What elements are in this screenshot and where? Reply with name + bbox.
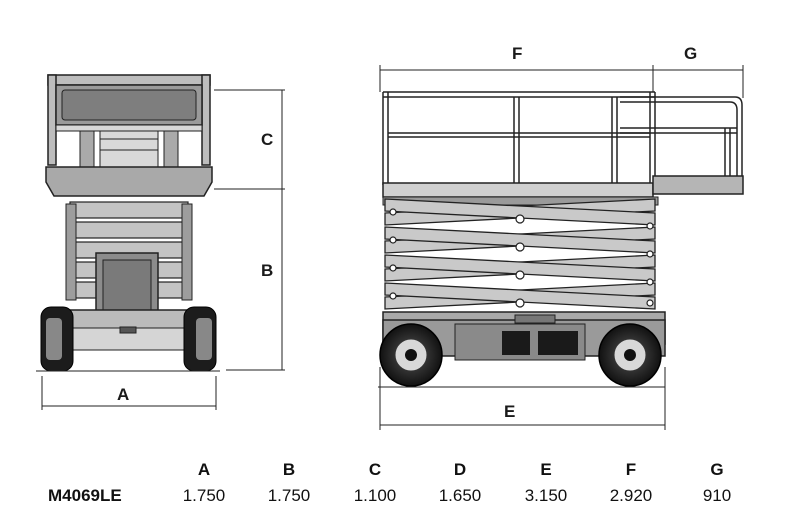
column-header-c: C (368, 460, 382, 479)
column-header-a: A (197, 460, 211, 479)
value-e: 3.150 (524, 486, 568, 505)
side-dimension-lines (379, 65, 744, 430)
column-header-f: F (625, 460, 637, 479)
column-header-g: G (710, 460, 724, 479)
spec-table: A B C D E F G M4069LE 1.750 1.750 1.100 … (0, 456, 800, 514)
front-dimension-lines (41, 89, 285, 410)
dimension-label-b: B (261, 261, 273, 280)
column-header-e: E (540, 460, 552, 479)
value-c: 1.100 (353, 486, 397, 505)
value-b: 1.750 (267, 486, 311, 505)
model-name: M4069LE (48, 486, 122, 505)
side-view (378, 91, 744, 388)
value-a: 1.750 (182, 486, 226, 505)
column-header-b: B (282, 460, 296, 479)
value-f: 2.920 (609, 486, 653, 505)
value-g: 910 (702, 486, 732, 505)
front-view (36, 74, 220, 372)
dimension-label-a: A (117, 385, 129, 404)
value-d: 1.650 (438, 486, 482, 505)
dimension-label-g: G (684, 44, 697, 63)
dimension-label-e: E (504, 402, 515, 421)
dimension-label-f: F (512, 44, 522, 63)
dimension-label-c: C (261, 130, 273, 149)
column-header-d: D (453, 460, 467, 479)
scissor-lift-dimension-diagram: C B A (36, 44, 744, 430)
